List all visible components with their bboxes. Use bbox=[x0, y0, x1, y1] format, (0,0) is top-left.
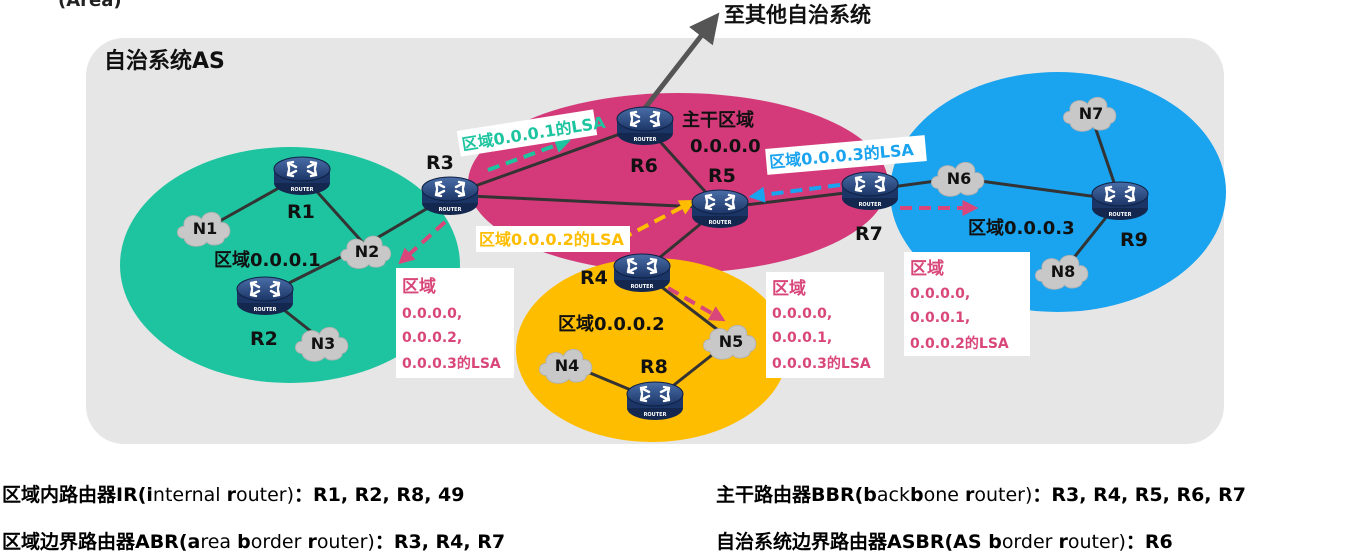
footer-term-part: r bbox=[1058, 531, 1068, 553]
lsa-arrow-area3 bbox=[748, 183, 841, 203]
router-label-r5: R5 bbox=[708, 165, 736, 187]
router-r3 bbox=[420, 175, 480, 217]
router-r4 bbox=[612, 252, 672, 294]
footer-term-part: outer) bbox=[1067, 531, 1126, 553]
area-0-0-0-2 bbox=[516, 258, 788, 442]
svg-text:0.0.0.2的LSA: 0.0.0.2的LSA bbox=[910, 335, 1009, 352]
network-n5: N5 bbox=[719, 332, 744, 351]
summary-arrow-r4 bbox=[667, 286, 726, 322]
router-r9 bbox=[1090, 180, 1150, 222]
network-n4: N4 bbox=[555, 356, 580, 375]
footer-term-part: a bbox=[187, 531, 201, 553]
svg-text:0.0.0.0,: 0.0.0.0, bbox=[772, 306, 832, 322]
router-label-r9: R9 bbox=[1120, 229, 1148, 251]
footer-abr: 区域边界路由器ABR(area border router)：R3, R4, R… bbox=[2, 527, 505, 554]
router-r2 bbox=[235, 275, 295, 317]
footer-term-part: i bbox=[146, 484, 153, 506]
router-r5 bbox=[690, 188, 750, 230]
area-0-0-0-1 bbox=[120, 147, 460, 383]
svg-text:0.0.0.0,: 0.0.0.0, bbox=[910, 286, 970, 302]
footer-bbr-prefix: 主干路由器BBR( bbox=[716, 484, 864, 506]
footer-term-part: r bbox=[226, 484, 236, 506]
network-n7: N7 bbox=[1079, 104, 1104, 123]
footer-asbr: 自治系统边界路由器ASBR(AS border router)：R6 bbox=[716, 527, 1173, 554]
footer-bbr-suffix: ：R3, R4, R5, R6, R7 bbox=[1032, 484, 1246, 506]
svg-text:区域: 区域 bbox=[772, 278, 806, 299]
destination-label: 至其他自治系统 bbox=[724, 3, 871, 27]
lsa-label-area2: 区域0.0.0.2的LSA bbox=[479, 230, 624, 249]
footer-term-part: r bbox=[307, 531, 317, 553]
summary-box-r3: 区域 0.0.0.0, 0.0.0.2, 0.0.0.3的LSA bbox=[396, 268, 514, 378]
summary-arrow-r3 bbox=[398, 220, 447, 265]
router-r7 bbox=[840, 170, 900, 212]
footer-term-part: outer) bbox=[235, 484, 294, 506]
svg-text:0.0.0.0,: 0.0.0.0, bbox=[402, 306, 462, 322]
footer-asbr-parts: border router) bbox=[988, 531, 1126, 553]
footer-asbr-suffix: ：R6 bbox=[1125, 531, 1173, 553]
as-label: 自治系统AS bbox=[104, 48, 225, 74]
svg-text:0.0.0.1,: 0.0.0.1, bbox=[772, 330, 832, 346]
footer-abr-suffix: ：R3, R4, R7 bbox=[374, 531, 506, 553]
footer-term-part: b bbox=[863, 484, 877, 506]
router-label-r7: R7 bbox=[855, 223, 883, 245]
router-r6 bbox=[615, 105, 675, 147]
router-label-r6: R6 bbox=[630, 155, 658, 177]
footer-ir-suffix: ：R1, R2, R8, 49 bbox=[293, 484, 465, 506]
area1-label: 区域0.0.0.1 bbox=[214, 249, 321, 271]
footer-term-part: r bbox=[965, 484, 975, 506]
footer-term-part: nternal bbox=[152, 484, 227, 506]
svg-text:0.0.0.3的LSA: 0.0.0.3的LSA bbox=[772, 355, 871, 372]
router-r1 bbox=[272, 155, 332, 197]
svg-text:0.0.0.1,: 0.0.0.1, bbox=[910, 310, 970, 326]
backbone-label-2: 0.0.0.0 bbox=[690, 136, 761, 157]
router-label-r2: R2 bbox=[250, 328, 278, 350]
network-n8: N8 bbox=[1051, 262, 1076, 281]
svg-text:0.0.0.2,: 0.0.0.2, bbox=[402, 330, 462, 346]
footer-term-part: order bbox=[250, 531, 308, 553]
summary-box-r4: 区域 0.0.0.0, 0.0.0.1, 0.0.0.3的LSA bbox=[766, 272, 884, 378]
svg-text:区域: 区域 bbox=[402, 276, 436, 297]
footer-ir: 区域内路由器IR(internal router)：R1, R2, R8, 49 bbox=[2, 480, 464, 507]
lsa-label-area2-bg bbox=[476, 226, 630, 252]
footer-term-part: outer) bbox=[974, 484, 1033, 506]
router-label-r1: R1 bbox=[287, 201, 315, 223]
footer-abr-parts: area border router) bbox=[188, 531, 375, 553]
router-label-r4: R4 bbox=[580, 267, 608, 289]
network-n6: N6 bbox=[947, 169, 972, 188]
router-r8 bbox=[625, 380, 685, 422]
network-n1: N1 bbox=[193, 219, 218, 238]
router-label-r3: R3 bbox=[426, 152, 454, 174]
footer-bbr: 主干路由器BBR(backbone router)：R3, R4, R5, R6… bbox=[716, 480, 1246, 507]
lsa-arrow-area1 bbox=[487, 137, 572, 172]
footer-term-part: b bbox=[988, 531, 1002, 553]
footer-asbr-prefix: 自治系统边界路由器ASBR(AS bbox=[716, 531, 989, 553]
area2-label: 区域0.0.0.2 bbox=[558, 313, 665, 335]
footer-term-part: outer) bbox=[316, 531, 375, 553]
external-arrow bbox=[643, 12, 720, 110]
area3-label: 区域0.0.0.3 bbox=[968, 217, 1075, 239]
footer-ir-prefix: 区域内路由器IR( bbox=[2, 484, 147, 506]
network-n3: N3 bbox=[311, 334, 336, 353]
footer-term-part: b bbox=[237, 531, 251, 553]
footer-bbr-parts: backbone router) bbox=[863, 484, 1032, 506]
lsa-label-area3-bg bbox=[765, 135, 927, 175]
header-partial-title: (Area) bbox=[58, 0, 122, 11]
lsa-label-area1-bg bbox=[456, 109, 598, 157]
router-label-r8: R8 bbox=[640, 356, 668, 378]
svg-text:0.0.0.3的LSA: 0.0.0.3的LSA bbox=[402, 355, 501, 372]
svg-text:区域: 区域 bbox=[910, 258, 944, 279]
footer-term-part: ack bbox=[876, 484, 910, 506]
footer-term-part: one bbox=[923, 484, 965, 506]
backbone-label-1: 主干区域 bbox=[682, 109, 754, 131]
network-n2: N2 bbox=[355, 242, 380, 261]
footer-term-part: b bbox=[909, 484, 924, 506]
lsa-arrow-area2 bbox=[603, 200, 696, 250]
footer-term-part: rea bbox=[200, 531, 238, 553]
footer-term-part: order bbox=[1001, 531, 1059, 553]
footer-abr-prefix: 区域边界路由器ABR( bbox=[2, 531, 188, 553]
footer-ir-parts: internal router) bbox=[146, 484, 294, 506]
summary-box-r7: 区域 0.0.0.0, 0.0.0.1, 0.0.0.2的LSA bbox=[904, 252, 1030, 356]
